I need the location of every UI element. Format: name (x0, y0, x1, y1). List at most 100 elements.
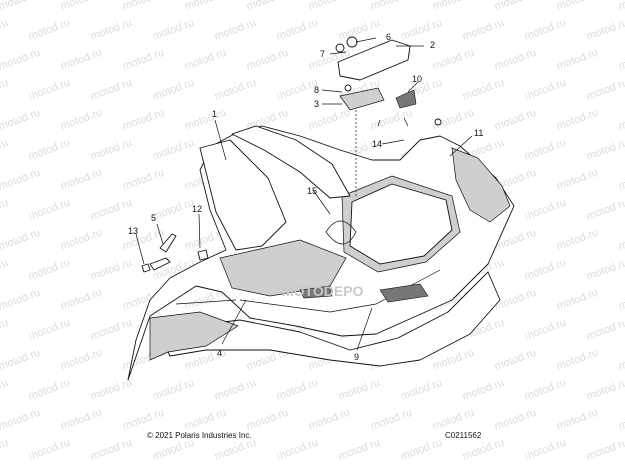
watermark-text: motod.ru (121, 167, 166, 193)
watermark-text: motod.ru (89, 377, 134, 403)
watermark-text: motod.ru (337, 377, 382, 403)
watermark-text: motod.ru (617, 347, 625, 373)
watermark-text: motod.ru (0, 257, 10, 283)
watermark-text: motod.ru (183, 407, 228, 433)
watermark-text: motod.ru (27, 17, 72, 43)
watermark-text: motod.ru (617, 167, 625, 193)
watermark-text: motod.ru (151, 137, 196, 163)
watermark-text: motod.ru (555, 227, 600, 253)
callout-13: 13 (128, 226, 138, 236)
callout-2: 2 (430, 40, 435, 50)
watermark-text: motod.ru (213, 77, 258, 103)
watermark-text: motod.ru (245, 47, 290, 73)
watermark-text: motod.ru (0, 377, 10, 403)
watermark-text: motod.ru (275, 377, 320, 403)
watermark-text: motod.ru (213, 17, 258, 43)
copyright-text: © 2021 Polaris Industries Inc. (147, 431, 252, 440)
watermark-text: motod.ru (183, 107, 228, 133)
callout-14: 14 (372, 139, 382, 149)
watermark-text: motod.ru (151, 377, 196, 403)
fasteners (141, 233, 209, 273)
watermark-text: motod.ru (555, 347, 600, 373)
watermark-text: motod.ru (585, 77, 625, 103)
watermark-text: motod.ru (369, 0, 414, 13)
watermark-text: motod.ru (461, 377, 506, 403)
watermark-text: motod.ru (617, 287, 625, 313)
watermark-text: motod.ru (399, 377, 444, 403)
watermark-text: motod.ru (617, 107, 625, 133)
callout-8: 8 (314, 85, 319, 95)
watermark-text: motod.ru (27, 257, 72, 283)
watermark-text: motod.ru (523, 137, 568, 163)
watermark-text: motod.ru (59, 0, 104, 13)
watermark-text: motod.ru (555, 107, 600, 133)
watermark-text: motod.ru (0, 167, 42, 193)
watermark-text: motod.ru (617, 47, 625, 73)
watermark-text: motod.ru (275, 437, 320, 463)
watermark-text: motod.ru (183, 0, 228, 13)
callout-10: 10 (412, 74, 422, 84)
watermark-text: motod.ru (121, 107, 166, 133)
watermark-text: motod.ru (59, 107, 104, 133)
watermark-text: motod.ru (0, 287, 42, 313)
watermark-text: motod.ru (307, 107, 352, 133)
watermark-text: motod.ru (461, 77, 506, 103)
watermark-text: motod.ru (27, 137, 72, 163)
watermark-text: motod.ru (461, 437, 506, 463)
watermark-text: motod.ru (399, 17, 444, 43)
watermark-text: motod.ru (585, 17, 625, 43)
cover-parts (335, 36, 442, 196)
watermark-text: motod.ru (0, 107, 42, 133)
figure-code: C0211562 (445, 431, 482, 440)
callout-9: 9 (354, 352, 359, 362)
watermark-text: motod.ru (523, 257, 568, 283)
watermark-text: motod.ru (121, 407, 166, 433)
watermark-text: motod.ru (151, 437, 196, 463)
callout-3: 3 (314, 99, 319, 109)
watermark-text: motod.ru (555, 287, 600, 313)
watermark-text: motod.ru (399, 437, 444, 463)
watermark-text: motod.ru (245, 407, 290, 433)
watermark-text: motod.ru (617, 0, 625, 13)
watermark-text: motod.ru (89, 197, 134, 223)
watermark-text: motod.ru (555, 407, 600, 433)
watermark-text: motod.ru (555, 47, 600, 73)
watermark-text: motod.ru (337, 437, 382, 463)
watermark-text: motod.ru (27, 377, 72, 403)
watermark-text: motod.ru (59, 347, 104, 373)
watermark-text: motod.ru (0, 317, 10, 343)
watermark-text: motod.ru (493, 107, 538, 133)
callout-6: 6 (386, 32, 391, 42)
watermark-text: motod.ru (89, 437, 134, 463)
rear-fender-assembly (127, 125, 515, 381)
leader-lines (135, 37, 473, 351)
watermark-text: motod.ru (0, 17, 10, 43)
watermark-text: motod.ru (27, 197, 72, 223)
watermark-text: motod.ru (89, 257, 134, 283)
watermark-text: motod.ru (0, 227, 42, 253)
center-watermark: MOTODEPO (282, 283, 364, 299)
callout-15: 15 (307, 186, 317, 196)
watermark-text: motod.ru (493, 47, 538, 73)
callout-labels: 1 2 3 4 5 6 7 8 9 10 11 12 13 14 15 (128, 32, 483, 362)
watermark-text: motod.ru (0, 407, 42, 433)
watermark-text: motod.ru (183, 47, 228, 73)
watermark-text: motod.ru (89, 137, 134, 163)
watermark-text: motod.ru (431, 47, 476, 73)
watermark-text: motod.ru (431, 0, 476, 13)
watermark-text: motod.ru (493, 407, 538, 433)
watermark-text: motod.ru (245, 0, 290, 13)
watermark-text: motod.ru (0, 347, 42, 373)
callout-5: 5 (151, 213, 156, 223)
watermark-text: motod.ru (555, 0, 600, 13)
callout-4: 4 (217, 348, 222, 358)
watermark-text: motod.ru (151, 17, 196, 43)
watermark-text: motod.ru (307, 407, 352, 433)
watermark-text: motod.ru (307, 0, 352, 13)
watermark-text: motod.ru (337, 17, 382, 43)
watermark-text: motod.ru (585, 377, 625, 403)
watermark-text: motod.ru (523, 197, 568, 223)
watermark-text: motod.ru (59, 287, 104, 313)
watermark-text: motod.ru (151, 77, 196, 103)
watermark-text: motod.ru (213, 437, 258, 463)
